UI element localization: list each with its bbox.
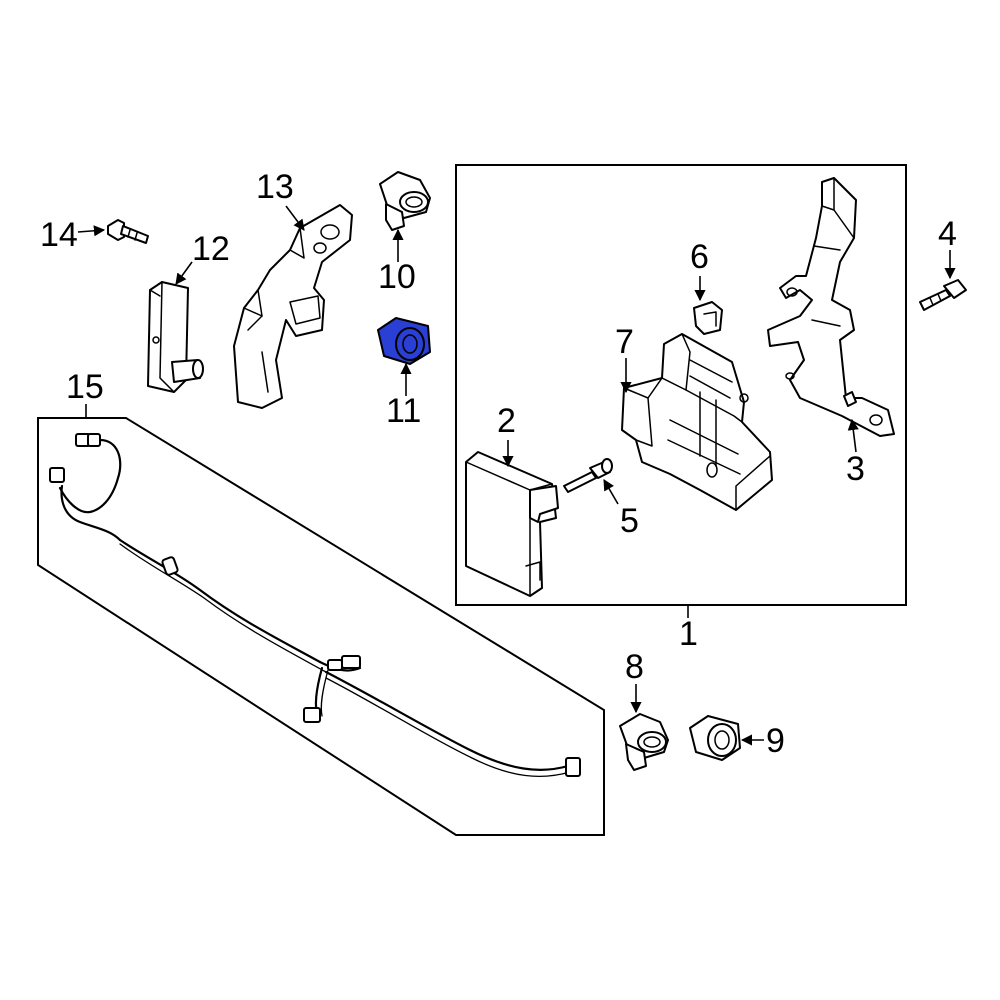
part-13-bracket[interactable] <box>233 204 353 409</box>
part-3-bracket[interactable] <box>767 177 895 437</box>
callout-9[interactable]: 9 <box>766 722 785 760</box>
callout-2[interactable]: 2 <box>497 402 516 440</box>
part-4-bolt[interactable] <box>919 279 967 311</box>
part-9-grommet[interactable] <box>689 715 741 761</box>
callout-8[interactable]: 8 <box>625 648 644 686</box>
callout-13[interactable]: 13 <box>256 168 294 206</box>
part-2-module[interactable] <box>465 451 559 597</box>
part-15-harness[interactable] <box>49 433 581 778</box>
callout-11[interactable]: 11 <box>386 392 421 430</box>
part-10-sensor[interactable] <box>379 171 431 231</box>
callout-labels: 1 2 3 4 5 6 7 8 9 10 11 12 13 14 15 <box>40 168 957 760</box>
callout-7[interactable]: 7 <box>615 323 634 361</box>
part-11-grommet[interactable] <box>377 317 431 365</box>
callout-1[interactable]: 1 <box>679 615 698 653</box>
callout-5[interactable]: 5 <box>620 502 639 540</box>
callout-14[interactable]: 14 <box>40 216 78 254</box>
callout-4[interactable]: 4 <box>938 215 957 253</box>
harness-frame <box>37 404 605 836</box>
callout-15[interactable]: 15 <box>66 368 104 406</box>
part-8-sensor[interactable] <box>619 713 669 771</box>
part-14-bolt[interactable] <box>107 219 149 244</box>
part-5-pin[interactable] <box>563 458 613 493</box>
callout-6[interactable]: 6 <box>690 238 709 276</box>
part-6-clip[interactable] <box>693 301 723 335</box>
part-7-bracket[interactable] <box>621 333 773 511</box>
assembly-1-frame <box>455 164 907 618</box>
callout-12[interactable]: 12 <box>192 230 230 268</box>
callout-3[interactable]: 3 <box>846 450 865 488</box>
part-12-sensor[interactable] <box>147 281 204 393</box>
callout-10[interactable]: 10 <box>378 258 416 296</box>
